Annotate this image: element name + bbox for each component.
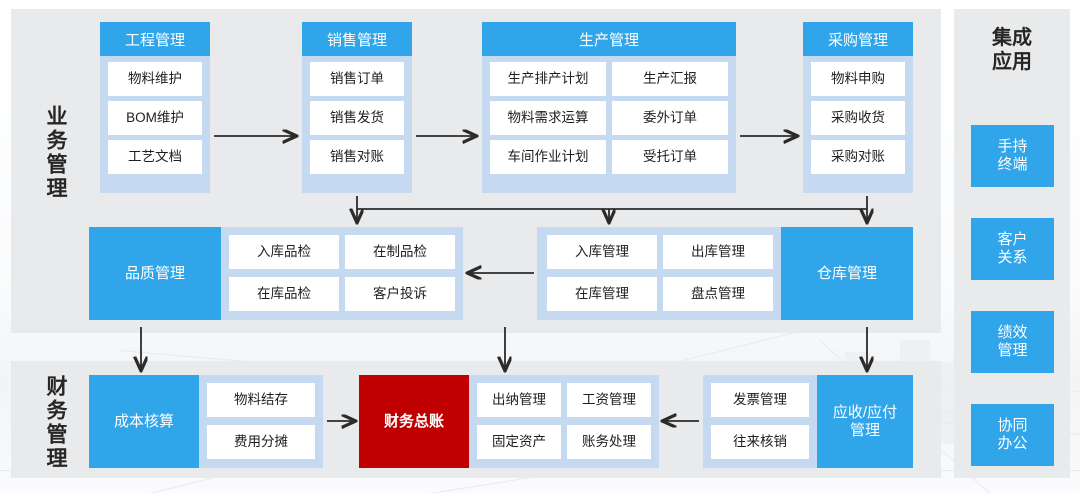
card-warehouse-title: 仓库管理 [781,227,913,320]
integration-button-collaborative-office[interactable]: 协同 办公 [971,404,1054,466]
cell-purchasing-2[interactable]: 采购对账 [811,140,905,174]
integration-button-collaborative-office-line2: 办公 [997,435,1028,452]
cell-ledger-0[interactable]: 出纳管理 [477,383,561,417]
cell-quality-0[interactable]: 入库品检 [229,235,339,269]
cell-cost-1[interactable]: 费用分摊 [207,425,315,459]
integration-button-customer-relations-line2: 关系 [997,249,1028,266]
card-sales-header: 销售管理 [302,22,412,56]
cell-sales-2[interactable]: 销售对账 [310,140,404,174]
card-cost-accounting-title: 成本核算 [89,375,199,468]
card-general-ledger[interactable]: 财务总账 出纳管理 工资管理 固定资产 账务处理 [359,375,659,468]
cell-sales-1[interactable]: 销售发货 [310,101,404,135]
cell-receivable-0[interactable]: 发票管理 [711,383,809,417]
cell-warehouse-0[interactable]: 入库管理 [547,235,657,269]
integration-button-handheld-terminal-line1: 手持 [997,137,1028,155]
card-quality[interactable]: 品质管理 入库品检 在制品检 在库品检 客户投诉 [89,227,463,320]
cell-receivable-1[interactable]: 往来核销 [711,425,809,459]
business-panel-label: 业务管理 [44,105,67,201]
cell-quality-2[interactable]: 在库品检 [229,277,339,311]
integration-panel-title: 集成 应用 [954,26,1070,75]
cell-engineering-2[interactable]: 工艺文档 [108,140,202,174]
card-receivable-payable-title-line2: 管理 [849,421,880,439]
cell-cost-0[interactable]: 物料结存 [207,383,315,417]
integration-title-line1: 集成 [992,27,1032,49]
card-quality-title: 品质管理 [89,227,221,320]
card-production-header: 生产管理 [482,22,736,56]
integration-button-performance-management[interactable]: 绩效 管理 [971,311,1054,373]
integration-button-collaborative-office-line1: 协同 [997,416,1028,434]
cell-warehouse-1[interactable]: 出库管理 [663,235,773,269]
cell-production-2[interactable]: 物料需求运算 [490,101,606,135]
cell-production-1[interactable]: 生产汇报 [612,62,728,96]
card-receivable-payable[interactable]: 应收/应付 管理 发票管理 往来核销 [703,375,913,468]
card-receivable-payable-title-line1: 应收/应付 [832,403,898,421]
cell-ledger-3[interactable]: 账务处理 [567,425,651,459]
card-production[interactable]: 生产管理 生产排产计划 生产汇报 物料需求运算 委外订单 车间作业计划 受托订单 [482,22,736,193]
card-engineering-header: 工程管理 [100,22,210,56]
cell-warehouse-3[interactable]: 盘点管理 [663,277,773,311]
card-engineering[interactable]: 工程管理 物料维护 BOM维护 工艺文档 [100,22,210,193]
cell-warehouse-2[interactable]: 在库管理 [547,277,657,311]
finance-panel-label: 财务管理 [44,375,67,471]
integration-button-customer-relations-line1: 客户 [997,230,1028,248]
card-general-ledger-title: 财务总账 [359,375,469,468]
cell-engineering-0[interactable]: 物料维护 [108,62,202,96]
card-sales[interactable]: 销售管理 销售订单 销售发货 销售对账 [302,22,412,193]
cell-sales-0[interactable]: 销售订单 [310,62,404,96]
cell-production-3[interactable]: 委外订单 [612,101,728,135]
cell-quality-1[interactable]: 在制品检 [345,235,455,269]
cell-production-4[interactable]: 车间作业计划 [490,140,606,174]
integration-button-performance-management-line1: 绩效 [997,323,1028,341]
cell-production-0[interactable]: 生产排产计划 [490,62,606,96]
card-cost-accounting[interactable]: 成本核算 物料结存 费用分摊 [89,375,323,468]
card-receivable-payable-title: 应收/应付 管理 [817,375,913,468]
cell-ledger-1[interactable]: 工资管理 [567,383,651,417]
card-purchasing[interactable]: 采购管理 物料申购 采购收货 采购对账 [803,22,913,193]
cell-quality-3[interactable]: 客户投诉 [345,277,455,311]
cell-engineering-1[interactable]: BOM维护 [108,101,202,135]
cell-production-5[interactable]: 受托订单 [612,140,728,174]
integration-button-customer-relations[interactable]: 客户 关系 [971,218,1054,280]
cell-purchasing-1[interactable]: 采购收货 [811,101,905,135]
integration-button-handheld-terminal-line2: 终端 [997,156,1028,173]
integration-title-line2: 应用 [992,51,1032,74]
card-purchasing-header: 采购管理 [803,22,913,56]
integration-button-performance-management-line2: 管理 [997,342,1028,359]
cell-purchasing-0[interactable]: 物料申购 [811,62,905,96]
card-warehouse[interactable]: 仓库管理 入库管理 出库管理 在库管理 盘点管理 [537,227,913,320]
integration-button-handheld-terminal[interactable]: 手持 终端 [971,125,1054,187]
cell-ledger-2[interactable]: 固定资产 [477,425,561,459]
